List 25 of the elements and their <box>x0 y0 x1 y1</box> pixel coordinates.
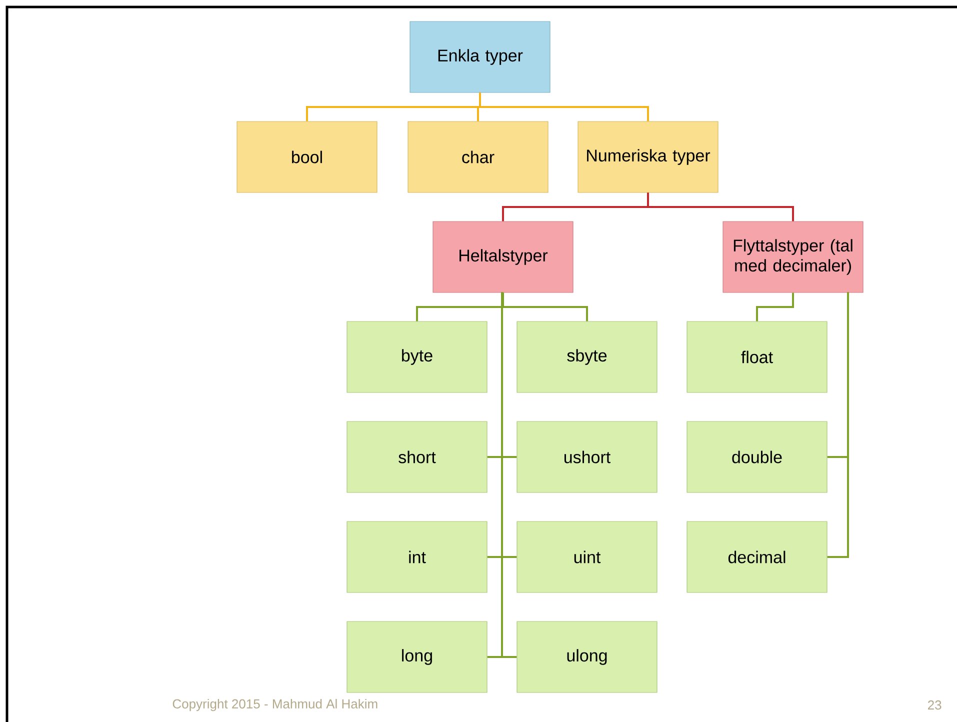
connector-line <box>502 292 588 322</box>
connector-line <box>501 292 517 658</box>
type-box: byte <box>346 321 488 393</box>
type-box: uint <box>516 521 658 593</box>
type-box: ushort <box>516 421 658 493</box>
connector-line <box>647 192 794 222</box>
type-box: sbyte <box>516 321 658 393</box>
type-box: Numeriska typer <box>578 121 718 193</box>
type-box: short <box>346 421 488 493</box>
type-box: Heltalstyper <box>432 221 574 293</box>
connector-line <box>756 292 794 322</box>
connector-line <box>479 92 649 122</box>
footer-text: Copyright 2015 - Mahmud Al Hakim <box>172 698 378 712</box>
page-number: 23 <box>928 700 942 710</box>
type-box: long <box>346 621 488 693</box>
type-box: Enkla typer <box>410 21 550 93</box>
type-box: char <box>408 121 548 193</box>
type-box: float <box>686 321 828 393</box>
type-box: Flyttalstyper (tal med decimaler) <box>722 221 864 293</box>
type-box: ulong <box>516 621 658 693</box>
type-box: double <box>686 421 828 493</box>
type-box: decimal <box>686 521 828 593</box>
type-box: int <box>346 521 488 593</box>
type-box: bool <box>236 121 378 193</box>
connector-line <box>827 292 850 558</box>
